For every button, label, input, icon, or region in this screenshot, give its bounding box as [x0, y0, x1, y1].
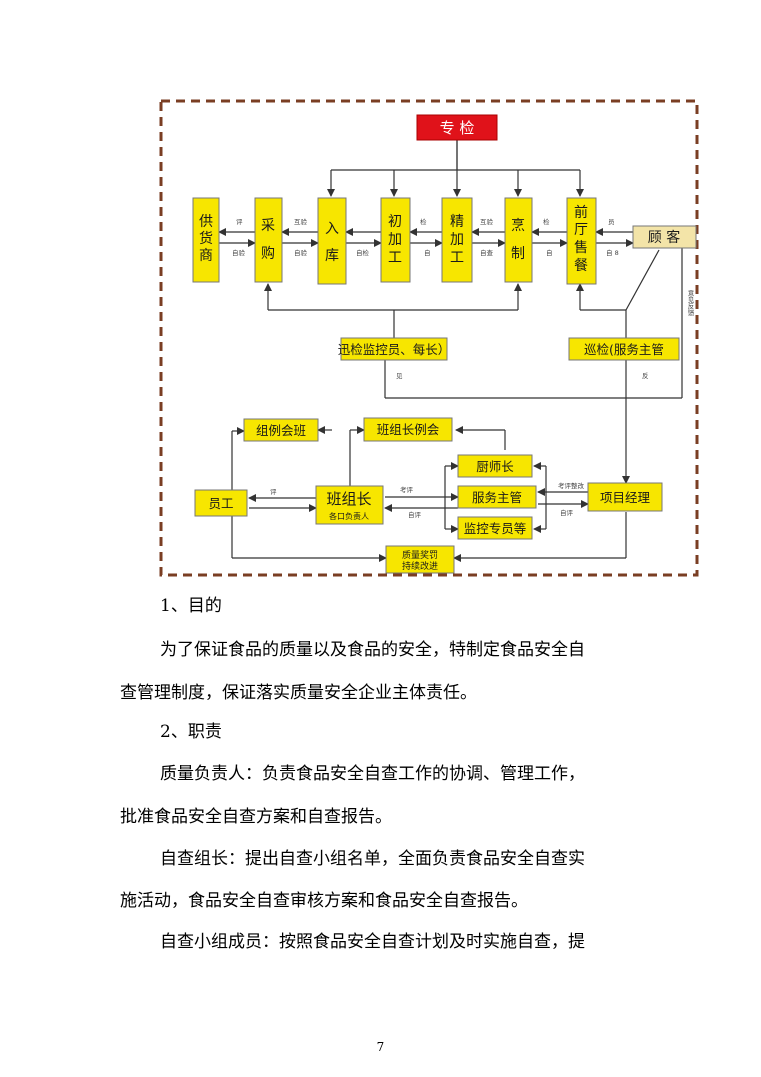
svg-text:自查: 自查	[480, 248, 494, 257]
flow-label-client: 顾 客	[648, 229, 680, 246]
quality-control-flow-diagram: 专 检 供货商 采购 入库 初加工 精加工 烹制	[159, 99, 699, 577]
svg-text:巡检(服务主管: 巡检(服务主管	[584, 342, 664, 357]
flow-label-storage: 入库	[325, 221, 339, 264]
team-meeting-box: 组例会班	[243, 418, 319, 442]
heading-responsibilities: 2、职责	[160, 722, 222, 742]
svg-text:自 8: 自 8	[606, 248, 619, 257]
svg-text:项目经理: 项目经理	[600, 490, 651, 505]
flow-label-front-service: 前厅售餐	[574, 204, 588, 274]
team-leader-box: 班组长 各口负责人	[315, 485, 384, 525]
inspector-left-box: 迅检监控员、每长）	[338, 337, 451, 361]
svg-text:班组长: 班组长	[326, 490, 371, 508]
svg-text:迅检监控员、每长）: 迅检监控员、每长）	[338, 342, 451, 357]
paragraph-inspection-leader-line2: 施活动，食品安全自查审核方案和食品安全自查报告。	[120, 891, 528, 911]
flow-label-preprocess: 初加工	[388, 213, 402, 266]
flow-box-fineprocess: 精加工	[441, 197, 473, 283]
paragraph-purpose-line2: 查管理制度，保证落实质量安全企业主体责任。	[120, 683, 477, 703]
svg-text:检: 检	[420, 217, 427, 226]
svg-text:考评整改: 考评整改	[558, 481, 585, 490]
svg-text:考评: 考评	[400, 486, 414, 494]
svg-text:班组长例会: 班组长例会	[377, 422, 440, 437]
page-number: 7	[376, 1040, 385, 1054]
svg-text:员: 员	[608, 218, 615, 226]
heading-purpose: 1、目的	[160, 596, 222, 616]
svg-text:自: 自	[546, 248, 553, 257]
svg-text:互验: 互验	[294, 217, 308, 226]
flow-box-cooking: 烹制	[504, 197, 533, 283]
flow-box-supplier: 供货商	[192, 197, 220, 283]
svg-text:自验: 自验	[232, 248, 246, 257]
flow-label-fineprocess: 精加工	[450, 214, 464, 266]
svg-text:质量奖罚: 质量奖罚	[402, 549, 438, 561]
svg-text:监控专员等: 监控专员等	[464, 521, 527, 536]
svg-text:自: 自	[424, 248, 431, 257]
svg-text:组例会班: 组例会班	[256, 423, 306, 438]
paragraph-inspection-leader-line1: 自查组长：提出自查小组名单，全面负责食品安全自查实	[160, 849, 585, 869]
svg-text:自评: 自评	[560, 508, 574, 517]
svg-text:服务主管: 服务主管	[472, 490, 522, 505]
quality-reward-box: 质量奖罚 持续改进	[385, 545, 455, 574]
head-chef-box: 厨师长	[457, 454, 533, 478]
svg-text:评: 评	[270, 488, 277, 496]
lower-edge-labels: 评 考评 自评 考评整改 自评	[270, 481, 585, 519]
paragraph-inspection-members-line1: 自查小组成员：按照食品安全自查计划及时实施自查，提	[160, 932, 585, 952]
svg-text:自评: 自评	[408, 510, 422, 519]
flow-label-cooking: 烹制	[511, 217, 525, 262]
special-inspection-label: 专 检	[440, 119, 475, 137]
flow-edge-labels: 评 自验 互验 自验 自检 检 自 互验 自查 检 自 员 自 8 意见反馈	[232, 217, 694, 317]
svg-text:持续改进: 持续改进	[402, 560, 438, 572]
flow-label-purchase: 采购	[261, 218, 275, 262]
inspector-left-note: 见	[396, 372, 403, 380]
svg-text:评: 评	[236, 218, 243, 226]
inspector-right-note: 反	[642, 371, 649, 380]
service-supervisor-box: 服务主管	[457, 485, 537, 509]
diagram-dashed-border	[159, 99, 699, 577]
svg-text:自验: 自验	[294, 248, 308, 257]
svg-text:意见反馈: 意见反馈	[686, 289, 694, 318]
svg-text:员工: 员工	[208, 496, 233, 511]
project-manager-box: 项目经理	[587, 482, 663, 512]
leader-meeting-box: 班组长例会	[363, 417, 453, 442]
flow-box-storage: 入库	[317, 197, 347, 285]
svg-text:厨师长: 厨师长	[476, 459, 514, 474]
flow-box-front-service: 前厅售餐	[566, 197, 597, 285]
flow-box-purchase: 采购	[254, 197, 283, 283]
monitoring-staff-box: 监控专员等	[457, 516, 533, 540]
employee-box: 员工	[194, 489, 248, 517]
flow-box-preprocess: 初加工	[380, 197, 411, 283]
connector-lines	[218, 140, 683, 562]
special-inspection-box	[416, 114, 498, 141]
svg-text:互验: 互验	[480, 217, 494, 226]
inspector-right-box: 巡检(服务主管	[568, 337, 680, 361]
paragraph-purpose-line1: 为了保证食品的质量以及食品的安全，特制定食品安全自	[160, 640, 585, 660]
flow-label-supplier: 供货商	[199, 214, 213, 264]
flow-box-client: 顾 客	[632, 225, 697, 249]
svg-text:自检: 自检	[356, 248, 370, 257]
paragraph-quality-manager-line2: 批准食品安全自查方案和自查报告。	[120, 807, 392, 827]
paragraph-quality-manager-line1: 质量负责人：负责食品安全自查工作的协调、管理工作，	[160, 764, 585, 784]
svg-text:检: 检	[543, 217, 550, 226]
svg-text:各口负责人: 各口负责人	[329, 511, 369, 521]
